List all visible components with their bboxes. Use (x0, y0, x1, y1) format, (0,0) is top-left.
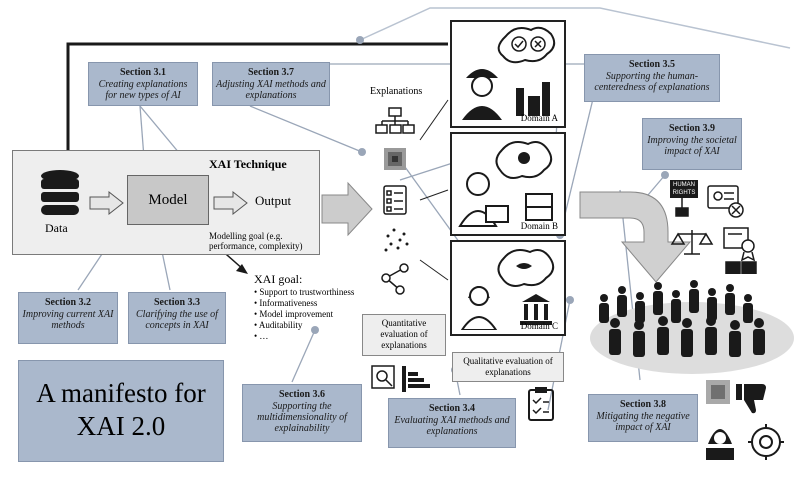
section-subtitle: Improving current XAI methods (22, 309, 114, 331)
section-3-2: Section 3.2 Improving current XAI method… (18, 292, 118, 344)
section-subtitle: Improving the societal impact of XAI (647, 135, 737, 157)
arrow-to-explanations (321, 181, 373, 237)
section-title: Section 3.9 (668, 123, 716, 134)
qualitative-evaluation-box: Qualitative evaluation of explanations (452, 352, 564, 382)
crowd-icon (590, 280, 794, 374)
xai-goal-list: • Support to trustworthiness • Informati… (254, 287, 364, 342)
section-3-1: Section 3.1 Creating explanations for ne… (88, 62, 198, 106)
people-figures (599, 280, 765, 357)
scatter-plot-icon (384, 228, 409, 252)
xai-goal-title: XAI goal: (254, 272, 303, 286)
section-title: Section 3.1 (119, 67, 167, 78)
xai-goal-item: • Auditability (254, 320, 303, 330)
xai-goal-item: • Model improvement (254, 309, 334, 319)
xai-goal-item-text: Informativeness (259, 298, 318, 308)
section-subtitle: Clarifying the use of concepts in XAI (136, 309, 218, 331)
section-title: Section 3.2 (44, 297, 92, 308)
hacker-icon (706, 429, 734, 460)
xai-technique-box: XAI Technique Data Model Output Modellin… (12, 150, 320, 255)
manifesto-box: A manifesto for XAI 2.0 (18, 360, 224, 462)
section-title: Section 3.5 (628, 59, 676, 70)
section-subtitle: Creating explanations for new types of A… (98, 79, 188, 101)
section-3-3: Section 3.3 Clarifying the use of concep… (128, 292, 226, 344)
lawyer-icon (460, 249, 555, 330)
section-subtitle: Supporting the multidimensionality of ex… (257, 401, 347, 434)
bar-chart-icon (402, 366, 430, 392)
section-3-7: Section 3.7 Adjusting XAI methods and ex… (212, 62, 330, 106)
societal-icons (670, 185, 757, 274)
xai-goal-item: • Support to trustworthiness (254, 287, 355, 297)
arrow-model-output (213, 191, 248, 215)
flow-line-top (66, 42, 448, 150)
database-icon (41, 170, 79, 215)
hand-sign-icon (675, 198, 689, 217)
gear-warning-icon (748, 424, 784, 460)
checklist-icon (383, 185, 407, 215)
explanations-label: Explanations (370, 86, 423, 97)
xai-goal-item-text: Model improvement (259, 309, 334, 319)
domain-a-box: Domain A (450, 20, 566, 128)
section-subtitle: Adjusting XAI methods and explanations (216, 79, 326, 101)
output-label: Output (255, 193, 292, 208)
xai-goal-item: • Informativeness (254, 298, 318, 308)
human-rights-sign: HUMAN RIGHTS (670, 180, 698, 198)
domain-b-box: Domain B (450, 132, 566, 236)
section-3-9: Section 3.9 Improving the societal impac… (642, 118, 742, 170)
xai-goal-item-text: Auditability (258, 320, 303, 330)
section-3-8: Section 3.8 Mitigating the negative impa… (588, 394, 698, 442)
section-title: Section 3.6 (278, 389, 326, 400)
scales-justice-icon (670, 230, 714, 255)
domain-c-label: Domain C (520, 321, 558, 331)
arrow-to-society (579, 191, 692, 283)
explanation-to-domain-arrows (419, 99, 449, 281)
clipboard-icon (528, 387, 554, 421)
manifesto-line-1: A manifesto for (36, 378, 206, 408)
xai-goal-item-text: Support to trustworthiness (259, 287, 355, 297)
section-title: Section 3.4 (428, 403, 476, 414)
arrow-data-model (89, 191, 124, 215)
manifesto-line-2: XAI 2.0 (76, 411, 166, 441)
section-title: Section 3.7 (247, 67, 295, 78)
connector-top (359, 7, 791, 49)
quantitative-icons (371, 365, 430, 392)
xai-goal-item-text: … (259, 331, 269, 341)
section-3-4: Section 3.4 Evaluating XAI methods and e… (388, 398, 516, 448)
domain-a-label: Domain A (520, 113, 558, 123)
certificate-icon (723, 227, 756, 262)
xai-technique-title: XAI Technique (209, 157, 287, 171)
section-title: Section 3.3 (153, 297, 201, 308)
xai-goal: XAI goal: • Support to trustworthiness •… (254, 272, 364, 342)
heatmap-image-icon (384, 148, 406, 170)
document-vote-icon (725, 261, 757, 274)
section-3-6: Section 3.6 Supporting the multidimensio… (242, 384, 362, 442)
data-label: Data (45, 221, 68, 235)
magnifier-chart-icon (371, 365, 395, 389)
section-subtitle: Supporting the human-centeredness of exp… (594, 71, 710, 93)
modelling-goal: Modelling goal (e.g. performance, comple… (209, 231, 303, 251)
thumbs-down-icon (736, 384, 766, 414)
domain-b-label: Domain B (520, 221, 558, 231)
section-title: Section 3.8 (619, 399, 667, 410)
hierarchy-icon (375, 107, 415, 134)
blurred-face-icon (706, 380, 730, 404)
section-subtitle: Evaluating XAI methods and explanations (394, 415, 510, 437)
explanation-icons (375, 107, 415, 295)
negative-impact-icons (706, 380, 784, 460)
section-subtitle: Mitigating the negative impact of XAI (596, 411, 690, 433)
model-box: Model (127, 175, 209, 225)
graph-network-icon (381, 263, 409, 295)
quantitative-evaluation-box: Quantitative evaluation of explanations (362, 314, 446, 356)
domain-c-box: Domain C (450, 240, 566, 336)
xai-goal-item: • … (254, 331, 269, 341)
worker-icon (462, 26, 556, 120)
id-card-icon (707, 185, 744, 218)
section-3-5: Section 3.5 Supporting the human-centere… (584, 54, 720, 102)
office-worker-icon (458, 141, 553, 227)
